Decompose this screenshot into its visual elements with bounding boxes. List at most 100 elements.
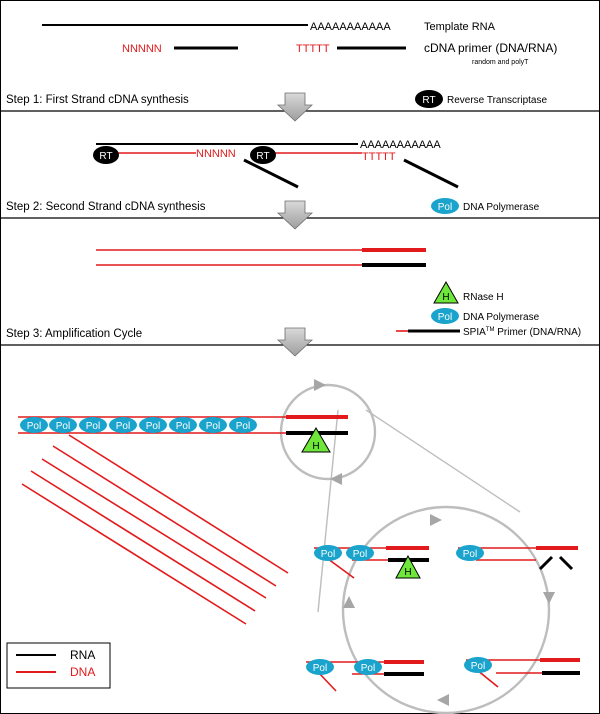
template-rna-label: Template RNA bbox=[424, 21, 496, 33]
pol-legend-step2: Pol DNA Polymerase bbox=[431, 198, 540, 214]
rt-enzyme-abbr: RT bbox=[422, 95, 435, 106]
rnaseh-abbr: H bbox=[442, 292, 449, 303]
rnaseh-icon bbox=[433, 280, 459, 304]
cycle-state-d: Pol bbox=[464, 657, 580, 688]
legend-box bbox=[6, 642, 111, 689]
pol-enzyme-icon bbox=[314, 545, 342, 561]
spia-primer-label: SPIATM Primer (DNA/RNA) bbox=[463, 327, 581, 338]
degraded-rna-fragment bbox=[558, 555, 574, 571]
pol-enzyme-abbr: Pol bbox=[353, 549, 367, 560]
displaced-primer-a bbox=[243, 158, 299, 189]
displaced-dna-strand bbox=[21, 483, 247, 625]
legend-dna-label: DNA bbox=[70, 665, 95, 679]
pol-enzyme-abbr: Pol bbox=[206, 421, 220, 432]
step3-arrow-icon bbox=[276, 327, 314, 357]
pol-enzyme-icon bbox=[464, 657, 492, 673]
pol-enzyme-abbr: Pol bbox=[463, 549, 477, 560]
pol-enzyme-abbr: Pol bbox=[361, 663, 375, 674]
pol-enzyme-abbr: Pol bbox=[321, 549, 335, 560]
rt-enzyme-abbr: RT bbox=[99, 151, 112, 162]
small-cycle-circle bbox=[279, 383, 377, 481]
panel-template: AAAAAAAAAAA Template RNA NNNNN TTTTT cDN… bbox=[42, 21, 557, 66]
pol-enzyme-icon bbox=[20, 417, 48, 433]
step3-title: Step 3: Amplification Cycle bbox=[6, 328, 142, 340]
pol-enzyme-abbr: Pol bbox=[56, 421, 70, 432]
pol-enzyme-abbr: Pol bbox=[86, 421, 100, 432]
first-strand-polyt-primer: TTTTT bbox=[362, 151, 396, 163]
zoom-connector-left bbox=[317, 409, 339, 613]
step1-arrow-icon bbox=[276, 92, 314, 122]
large-cycle-arrowhead bbox=[543, 592, 555, 604]
pol-enzyme-abbr: Pol bbox=[438, 202, 452, 213]
primer-sublabel: random and polyT bbox=[472, 59, 529, 66]
large-cycle-circle bbox=[341, 505, 551, 714]
displaced-dna-strand bbox=[30, 470, 256, 612]
pol-enzyme-abbr: Pol bbox=[471, 661, 485, 672]
panel-amplification: H Pol Pol Pol Pol Pol Pol Pol Pol bbox=[18, 379, 580, 714]
pol-enzyme-abbr: Pol bbox=[438, 312, 452, 323]
random-primer-seq: NNNNN bbox=[122, 43, 162, 55]
step1-title: Step 1: First Strand cDNA synthesis bbox=[6, 94, 189, 106]
displaced-primer-b bbox=[403, 158, 459, 189]
pol-enzyme-icon bbox=[199, 417, 227, 433]
rnaseh-icon bbox=[395, 554, 421, 579]
pol-enzyme-abbr: Pol bbox=[236, 421, 250, 432]
rnaseh-icon bbox=[301, 427, 331, 453]
pol-enzyme-icon bbox=[456, 545, 484, 561]
pol-enzyme-abbr: Pol bbox=[313, 663, 327, 674]
pol-enzyme-icon bbox=[49, 417, 77, 433]
pol-enzyme-icon bbox=[306, 659, 334, 675]
primer-label: cDNA primer (DNA/RNA) bbox=[424, 41, 557, 55]
first-strand-random-primer: NNNNN bbox=[196, 148, 236, 160]
small-cycle-arrowhead bbox=[330, 473, 342, 485]
pol-enzyme-icon bbox=[229, 417, 257, 433]
legend-step3: H RNase H Pol DNA Polymerase SPIATM Prim… bbox=[396, 280, 581, 338]
spia-suffix: Primer (DNA/RNA) bbox=[494, 327, 581, 338]
displaced-strand bbox=[317, 671, 337, 692]
pol-enzyme-icon bbox=[139, 417, 167, 433]
large-cycle-arrowhead bbox=[437, 694, 449, 706]
cycle-state-c: Pol Pol bbox=[306, 659, 424, 692]
pol-enzyme-icon bbox=[431, 198, 459, 214]
pol-enzyme-icon bbox=[79, 417, 107, 433]
displaced-dna-strand bbox=[41, 458, 267, 599]
pol-enzyme-name: DNA Polymerase bbox=[463, 202, 540, 213]
degraded-rna-fragment bbox=[538, 555, 554, 571]
rnaseh-name: RNase H bbox=[463, 292, 504, 303]
panel-first-strand: AAAAAAAAAAA NNNNN TTTTT RT RT bbox=[93, 139, 459, 189]
displaced-dna-strand bbox=[68, 434, 289, 574]
pol-enzyme-icon bbox=[109, 417, 137, 433]
small-cycle-arrowhead bbox=[314, 379, 326, 391]
pol-enzyme-icon bbox=[354, 659, 382, 675]
displaced-dna-strand bbox=[52, 445, 277, 587]
large-cycle-arrowhead bbox=[343, 596, 355, 608]
pol-enzyme-name: DNA Polymerase bbox=[463, 312, 540, 323]
pol-enzyme-abbr: Pol bbox=[146, 421, 160, 432]
cycle-state-a: H Pol Pol bbox=[314, 545, 429, 579]
pol-enzyme-abbr: Pol bbox=[176, 421, 190, 432]
strand-legend: RNA DNA bbox=[6, 642, 111, 689]
cycle-state-b: Pol bbox=[456, 545, 578, 571]
rt-enzyme-icon bbox=[93, 146, 119, 164]
first-strand-polya-tail: AAAAAAAAAAA bbox=[360, 139, 441, 151]
pol-train: Pol Pol Pol Pol Pol Pol Pol Pol bbox=[20, 417, 257, 433]
rt-legend: RT Reverse Transcriptase bbox=[415, 90, 547, 108]
pol-enzyme-icon bbox=[169, 417, 197, 433]
pol-enzyme-icon bbox=[431, 308, 459, 324]
rnaseh-abbr: H bbox=[312, 441, 319, 452]
rt-enzyme-abbr: RT bbox=[256, 151, 269, 162]
rt-enzyme-icon bbox=[415, 90, 443, 108]
pol-enzyme-icon bbox=[346, 545, 374, 561]
legend-rna-label: RNA bbox=[70, 648, 95, 662]
template-polya-tail: AAAAAAAAAAA bbox=[310, 21, 391, 33]
panel-double-strand bbox=[96, 248, 426, 267]
rt-enzyme-icon bbox=[250, 146, 276, 164]
step2-arrow-icon bbox=[276, 200, 314, 230]
spia-name: SPIA bbox=[463, 327, 486, 338]
step2-title: Step 2: Second Strand cDNA synthesis bbox=[6, 201, 206, 213]
rt-enzyme-name: Reverse Transcriptase bbox=[447, 95, 547, 106]
displaced-dna-strands bbox=[21, 434, 289, 625]
polyt-primer-seq: TTTTT bbox=[296, 43, 330, 55]
pol-enzyme-abbr: Pol bbox=[116, 421, 130, 432]
